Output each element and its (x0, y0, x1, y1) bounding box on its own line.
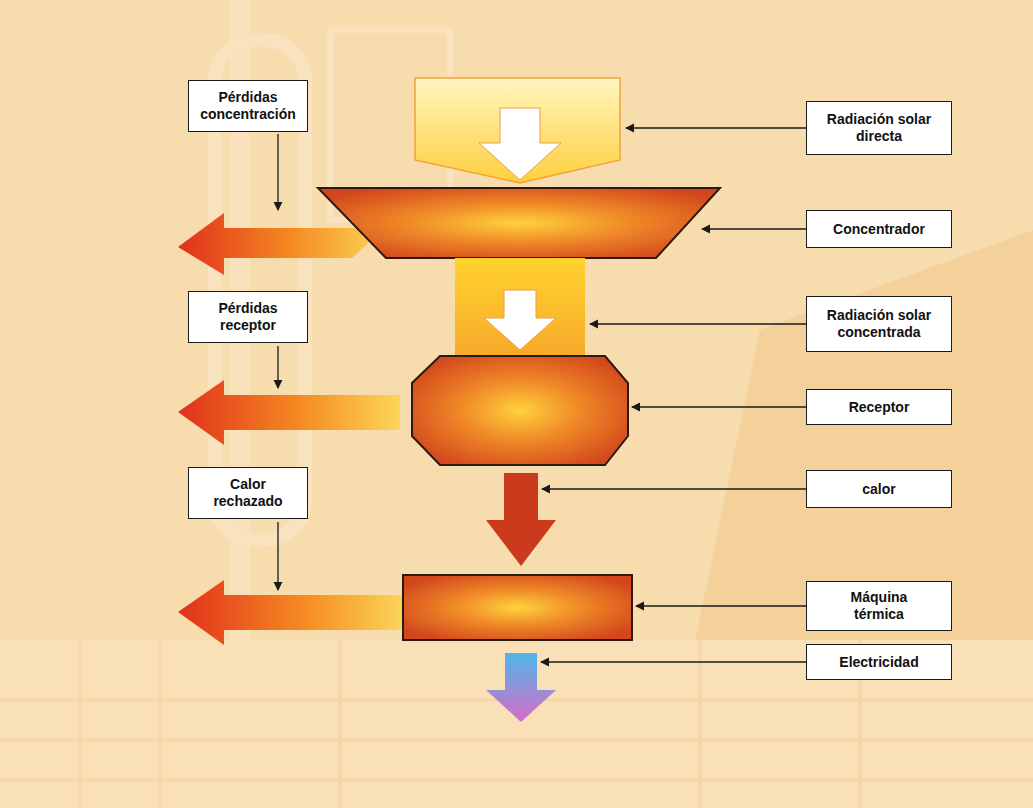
concentrated-column (455, 258, 585, 360)
label-text: Pérdidas concentración (195, 89, 301, 123)
concentrator-shape (318, 188, 720, 258)
leader-line (541, 661, 806, 662)
label-text: calor (862, 481, 895, 498)
label-text: Electricidad (839, 654, 918, 671)
label-box: calor (806, 470, 952, 508)
electricity-arrow (486, 653, 556, 722)
label-box: Pérdidas concentración (188, 80, 308, 132)
label-box: Máquina térmica (806, 581, 952, 631)
label-text: Receptor (849, 399, 910, 416)
label-box: Electricidad (806, 644, 952, 680)
direct-radiation-block (415, 78, 620, 183)
receptor-shape (412, 356, 628, 465)
label-text: Concentrador (833, 221, 925, 238)
leader-line (702, 228, 806, 229)
leader-line (277, 134, 278, 210)
leader-line (632, 406, 806, 407)
white-arrow (484, 290, 556, 350)
leader-line (626, 127, 806, 128)
label-text: Radiación solar concentrada (813, 307, 945, 341)
label-box: Calor rechazado (188, 467, 308, 519)
loss-arrow (178, 580, 405, 645)
label-box: Radiación solar concentrada (806, 296, 952, 352)
white-arrow (479, 108, 561, 180)
leader-line (277, 522, 278, 590)
label-box: Radiación solar directa (806, 101, 952, 155)
label-text: Calor rechazado (195, 476, 301, 510)
leader-line (542, 488, 806, 489)
loss-arrow (178, 380, 400, 445)
label-text: Máquina térmica (834, 589, 924, 623)
heat-arrow (486, 473, 556, 566)
leader-line (277, 346, 278, 388)
label-text: Pérdidas receptor (195, 300, 301, 334)
label-box: Concentrador (806, 210, 952, 248)
label-text: Radiación solar directa (813, 111, 945, 145)
engine-shape (403, 575, 632, 640)
label-box: Pérdidas receptor (188, 291, 308, 343)
leader-line (590, 323, 806, 324)
leader-line (636, 605, 806, 606)
label-box: Receptor (806, 389, 952, 425)
